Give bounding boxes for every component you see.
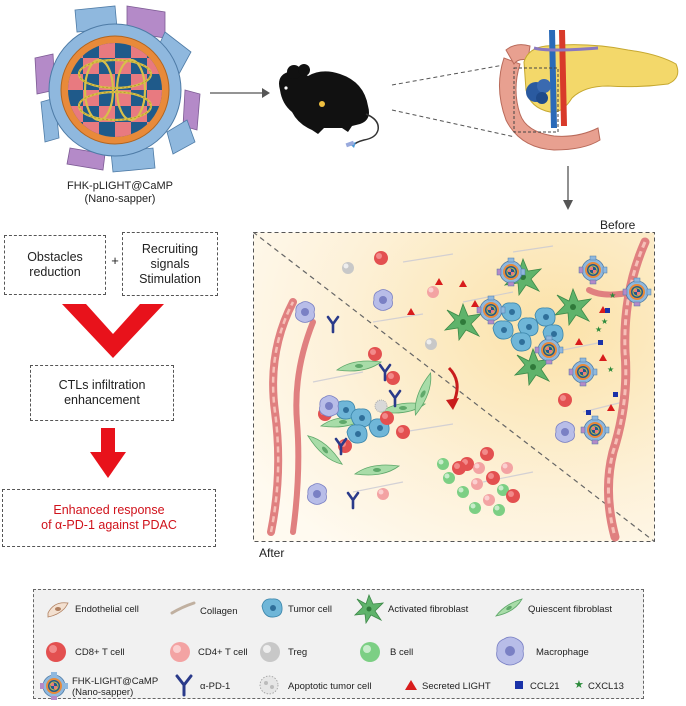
legend-nano-sapper: FHK-LIGHT@CaMP (Nano-sapper) [72, 676, 158, 698]
legend-nano-sapper-line1: FHK-LIGHT@CaMP [72, 676, 159, 687]
enhanced-response-line1: Enhanced response [53, 503, 165, 517]
activated-fibroblast-icon [354, 594, 384, 624]
treg-icon [260, 642, 280, 662]
enhanced-response-box: Enhanced response of α-PD-1 against PDAC [2, 489, 216, 547]
legend-collagen: Collagen [200, 606, 238, 617]
recruiting-signals-box: Recruiting signals Stimulation [122, 232, 218, 296]
arrow-to-mouse [210, 88, 270, 98]
ctl-infiltration-box: CTLs infiltration enhancement [30, 365, 174, 421]
cxcl13-icon: ★ [574, 678, 584, 691]
nano-sapper-label: FHK-pLIGHT@CaMP (Nano-sapper) [40, 180, 200, 206]
svg-text:★: ★ [607, 365, 614, 374]
pancreas-illustration [498, 29, 679, 151]
convergence-arrow [62, 304, 164, 358]
legend-cxcl13: CXCL13 [588, 681, 624, 692]
enhanced-response-line2: of α-PD-1 against PDAC [41, 518, 177, 532]
legend-treg: Treg [288, 647, 308, 658]
after-label: After [259, 546, 285, 560]
collagen-icon [170, 601, 196, 615]
macrophage-icon [496, 636, 524, 666]
legend-cd4-t-cell: CD4+ T cell [198, 647, 248, 658]
legend-macrophage: Macrophage [536, 647, 589, 658]
legend-nano-sapper-line2: (Nano-sapper) [72, 687, 134, 698]
svg-text:★: ★ [595, 325, 602, 334]
arrow-to-tme [563, 166, 573, 210]
ccl21-icon [515, 681, 523, 689]
nano-sapper-label-line1: FHK-pLIGHT@CaMP [67, 180, 173, 192]
legend-activated-fibroblast: Activated fibroblast [388, 604, 469, 615]
legend-apoptotic-tumor-cell: Apoptotic tumor cell [288, 681, 372, 692]
apoptotic-tumor-cell-icon [259, 675, 279, 695]
svg-text:★: ★ [601, 317, 608, 326]
secreted-light-icon [405, 680, 417, 690]
legend-ccl21: CCL21 [530, 681, 560, 692]
plus-sign: + [111, 253, 119, 268]
cd4-t-cell-icon [170, 642, 190, 662]
tumor-microenvironment-panel: ★★ ★★ [253, 232, 655, 542]
endothelial-cell-icon [47, 602, 69, 618]
nano-sapper-label-line2: (Nano-sapper) [84, 193, 156, 205]
nano-sapper-illustration [34, 5, 201, 173]
down-arrow [90, 428, 126, 478]
legend-b-cell: B cell [390, 647, 414, 658]
obstacles-reduction-box: Obstacles reduction [4, 235, 106, 295]
before-label: Before [600, 218, 636, 232]
legend-endothelial-cell: Endothelial cell [75, 604, 139, 615]
b-cell-icon [360, 642, 380, 662]
legend-secreted-light: Secreted LIGHT [422, 681, 491, 692]
legend-quiescent-fibroblast: Quiescent fibroblast [528, 604, 612, 615]
legend [33, 589, 644, 699]
legend-anti-pd1: α-PD-1 [200, 681, 231, 692]
ctl-infiltration-line1: CTLs infiltration [58, 378, 146, 392]
mouse-icon [279, 64, 379, 148]
svg-text:★: ★ [609, 291, 616, 300]
cd8-t-cell-icon [46, 642, 66, 662]
anti-pd1-icon [175, 674, 193, 697]
ctl-infiltration-line2: enhancement [64, 393, 140, 407]
nano-sapper-icon [40, 672, 68, 700]
tumor-cell-icon [261, 598, 283, 618]
legend-cd8-t-cell: CD8+ T cell [75, 647, 125, 658]
quiescent-fibroblast-icon [495, 598, 523, 617]
legend-tumor-cell: Tumor cell [288, 604, 332, 615]
